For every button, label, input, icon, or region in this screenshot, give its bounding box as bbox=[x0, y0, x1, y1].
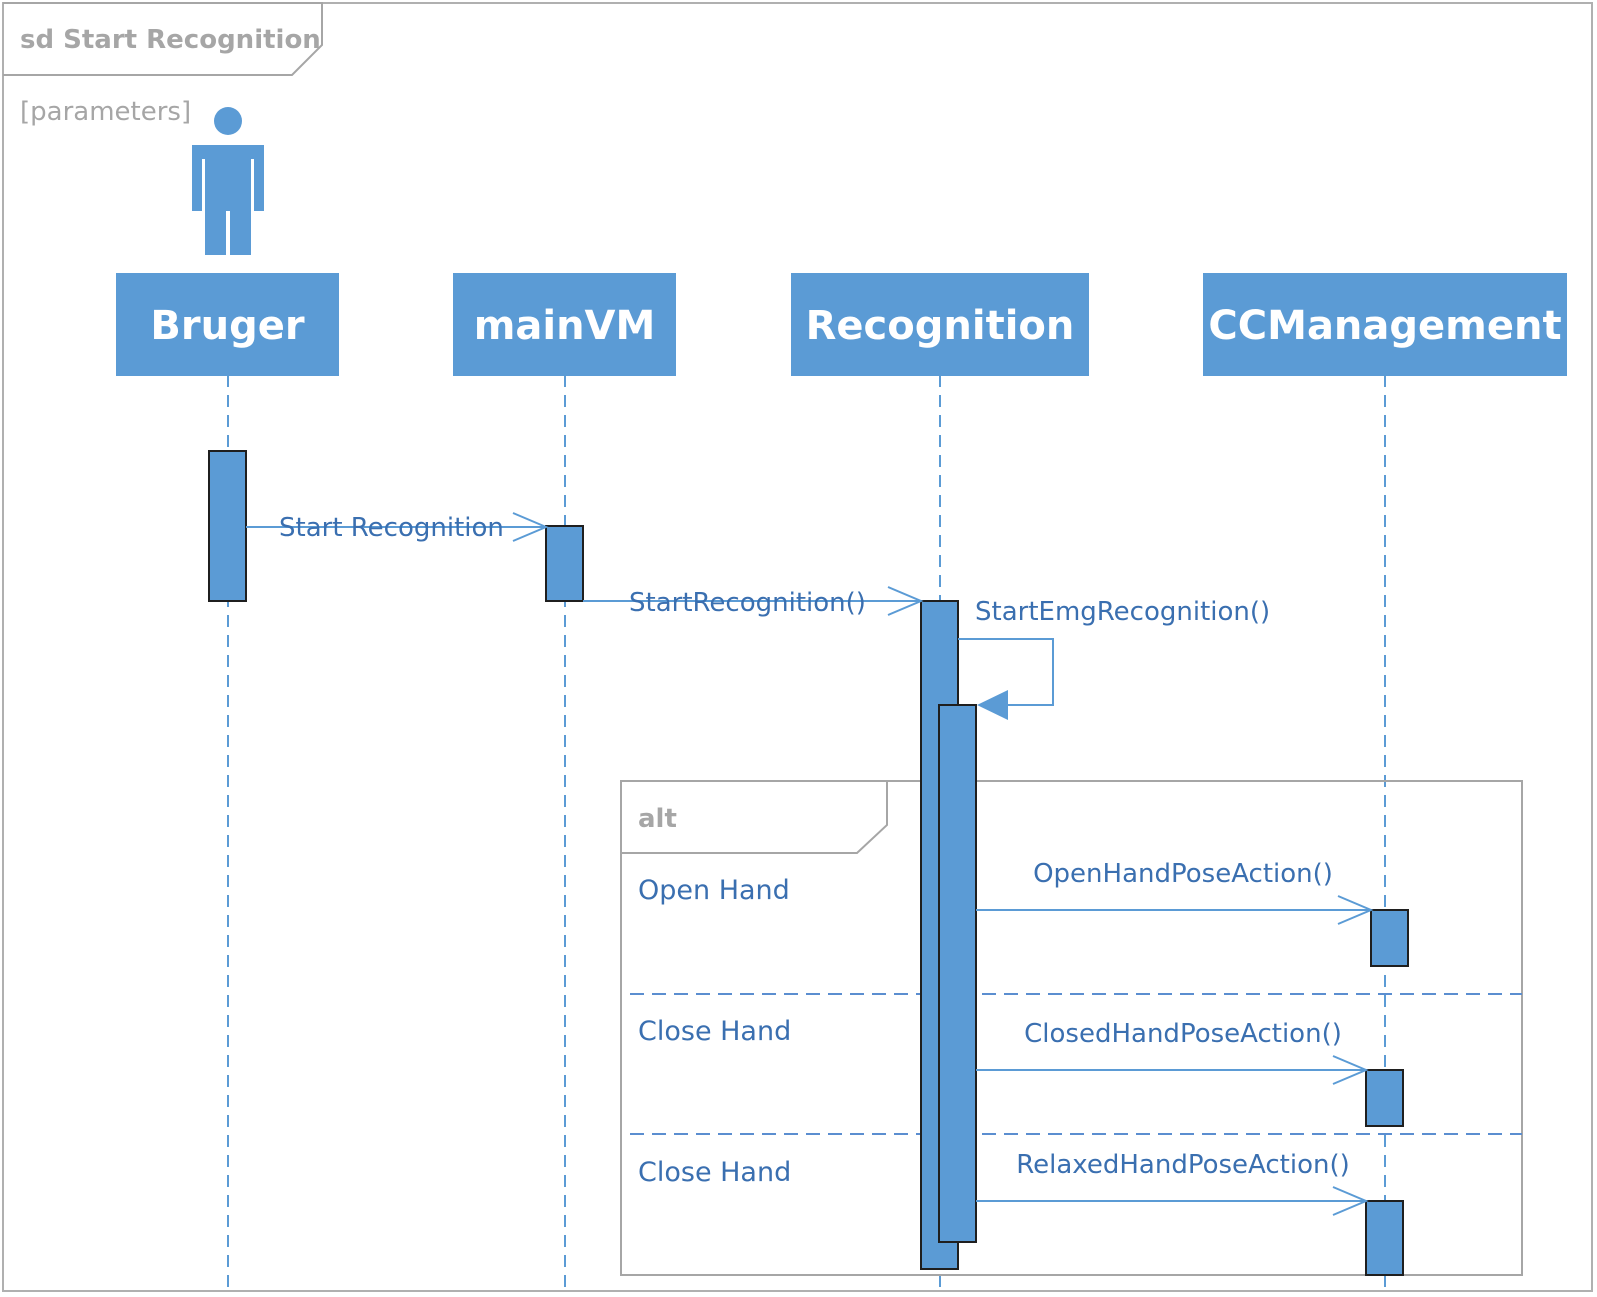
lifeline-name-recognition: Recognition bbox=[806, 303, 1075, 349]
message-start-recognition bbox=[246, 512, 549, 542]
frame-title-tab bbox=[3, 2, 323, 76]
lifeline-head-bruger: Bruger bbox=[116, 273, 339, 376]
activation-recognition-nested bbox=[938, 704, 977, 1243]
alt-fragment-tab bbox=[621, 781, 888, 854]
message-label-relaxedhandposeaction: RelaxedHandPoseAction() bbox=[1016, 1150, 1350, 1180]
lifeline-name-mainvm: mainVM bbox=[474, 303, 656, 349]
activation-ccmanagement-2 bbox=[1365, 1069, 1404, 1127]
message-label-startemgrecognition: StartEmgRecognition() bbox=[975, 597, 1270, 627]
frame-parameters: [parameters] bbox=[20, 97, 191, 127]
alt-guard-close-hand: Close Hand bbox=[638, 1016, 791, 1047]
activation-mainvm bbox=[545, 525, 584, 602]
message-openhandposeaction bbox=[976, 895, 1374, 925]
message-label-openhandposeaction: OpenHandPoseAction() bbox=[1033, 859, 1333, 889]
activation-bruger bbox=[208, 450, 247, 602]
lifeline-head-recognition: Recognition bbox=[791, 273, 1089, 376]
actor-icon bbox=[192, 107, 264, 255]
message-closedhandposeaction bbox=[976, 1055, 1369, 1085]
message-label-start-recognition: Start Recognition bbox=[279, 513, 504, 543]
message-label-startrecognition: StartRecognition() bbox=[629, 588, 866, 618]
message-startemgrecognition-self bbox=[958, 638, 1054, 720]
lifeline-name-ccmanagement: CCManagement bbox=[1208, 303, 1561, 349]
lifeline-head-ccmanagement: CCManagement bbox=[1203, 273, 1567, 376]
lifeline-head-mainvm: mainVM bbox=[453, 273, 676, 376]
frame-title: sd Start Recognition bbox=[20, 25, 321, 55]
message-relaxedhandposeaction bbox=[976, 1186, 1369, 1216]
activation-ccmanagement-3 bbox=[1365, 1200, 1404, 1276]
alt-guard-open-hand: Open Hand bbox=[638, 875, 790, 906]
activation-ccmanagement-1 bbox=[1370, 909, 1409, 967]
message-startrecognition-call bbox=[583, 586, 924, 616]
message-label-closedhandposeaction: ClosedHandPoseAction() bbox=[1024, 1019, 1342, 1049]
alt-fragment-label: alt bbox=[638, 804, 677, 834]
alt-fragment-frame bbox=[620, 780, 1523, 1276]
alt-guard-close-hand-2: Close Hand bbox=[638, 1157, 791, 1188]
lifeline-name-bruger: Bruger bbox=[150, 303, 304, 349]
